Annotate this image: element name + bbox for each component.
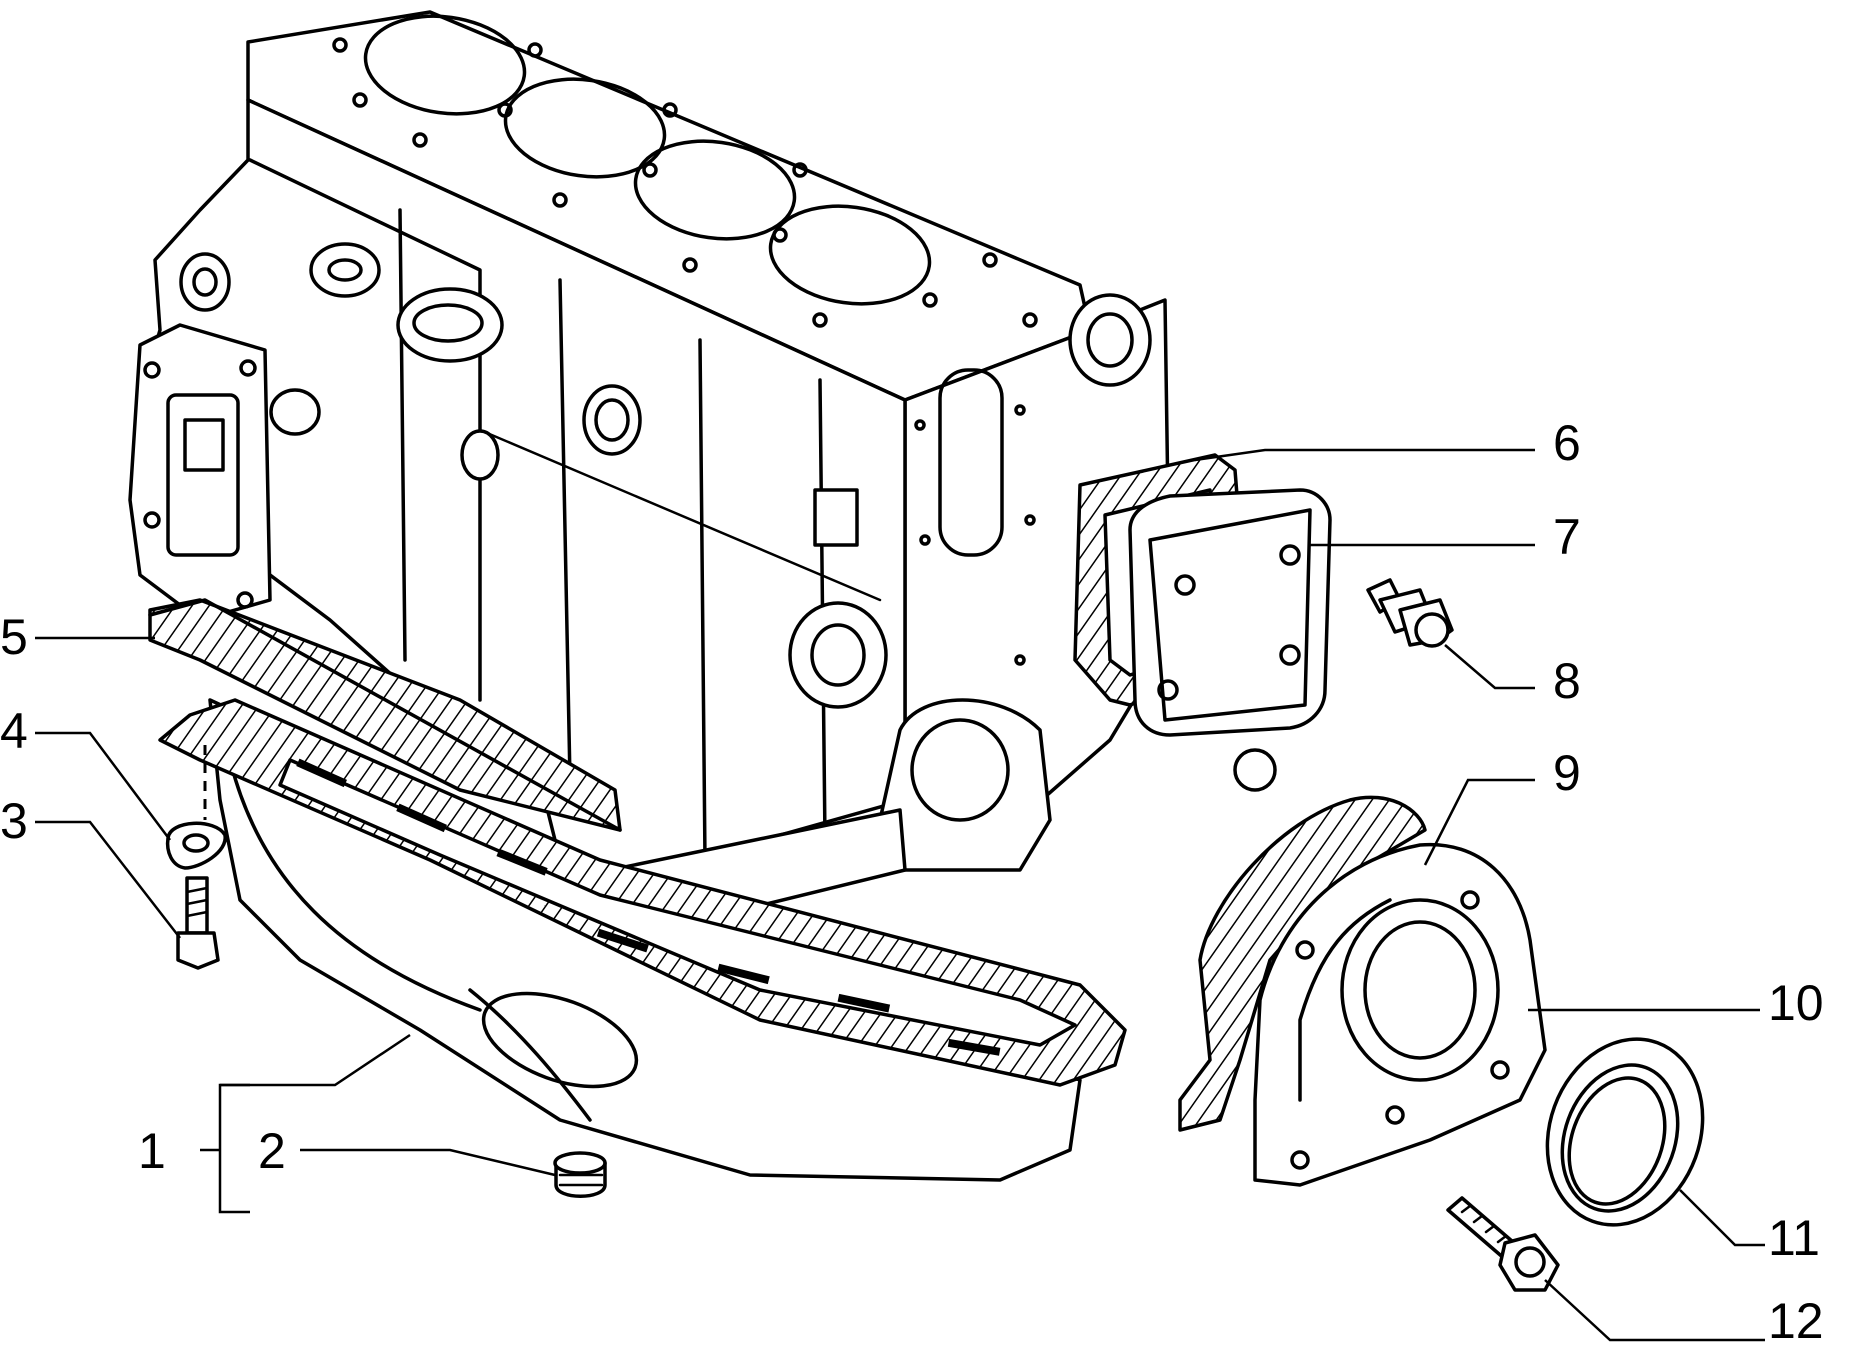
callout-11: 11 (1768, 1210, 1820, 1266)
oil-pan-gasket (148, 598, 622, 832)
sensor-plug (1366, 578, 1454, 648)
cover-plate (1128, 488, 1332, 737)
drain-plug (553, 1151, 607, 1198)
pan-screw (176, 876, 220, 970)
housing-screw (1446, 1196, 1560, 1292)
callout-10: 10 (1768, 975, 1824, 1031)
callout-5: 5 (0, 609, 28, 665)
leader-lines (35, 448, 1765, 1342)
callout-4: 4 (0, 703, 28, 759)
callout-3: 3 (0, 793, 28, 849)
rear-seal-housing (1253, 842, 1547, 1187)
callout-2: 2 (258, 1123, 286, 1179)
callout-9: 9 (1553, 745, 1581, 801)
callout-7: 7 (1553, 509, 1581, 565)
oil-pan (158, 698, 1127, 1182)
washer (165, 821, 227, 870)
oil-seal (1545, 1037, 1705, 1227)
callout-6: 6 (1553, 415, 1581, 471)
callout-1: 1 (138, 1123, 166, 1179)
engine-block (128, 10, 1277, 937)
callout-8: 8 (1553, 653, 1581, 709)
callout-12: 12 (1768, 1293, 1824, 1349)
